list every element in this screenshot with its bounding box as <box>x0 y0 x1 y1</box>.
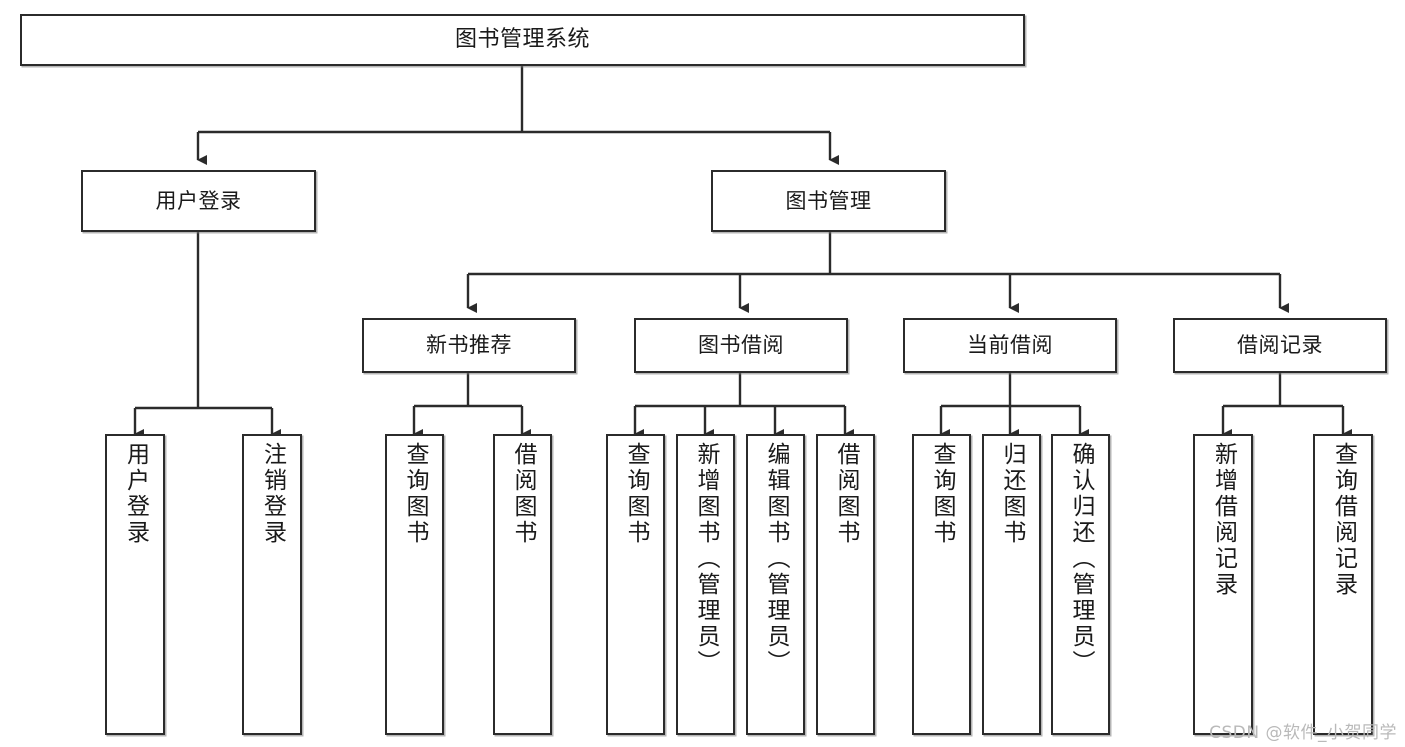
leaf-add-borrow-record[interactable]: 新增借阅记录 <box>1193 434 1253 735</box>
node-label: 用户登录 <box>122 442 149 546</box>
node-label: 新书推荐 <box>426 333 512 358</box>
node-label: 图书管理系统 <box>454 27 590 53</box>
node-label: 新增借阅记录 <box>1210 442 1237 598</box>
node-label: 用户登录 <box>155 188 242 213</box>
node-label: 当前借阅 <box>967 333 1053 358</box>
node-label: 查询图书 <box>623 442 649 546</box>
node-label: 归还图书 <box>999 442 1025 546</box>
node-book-management[interactable]: 图书管理 <box>711 170 946 232</box>
node-label: 查询借阅记录 <box>1330 442 1357 598</box>
leaf-query-book-borrow[interactable]: 查询图书 <box>606 434 665 735</box>
node-label: 注销登录 <box>259 442 286 546</box>
node-label: 查询图书 <box>402 442 428 546</box>
leaf-return-book[interactable]: 归还图书 <box>982 434 1041 735</box>
node-label: 确认归还（管理员） <box>1068 442 1094 676</box>
leaf-add-book[interactable]: 新增图书（管理员） <box>676 434 735 735</box>
node-label: 图书借阅 <box>698 333 784 358</box>
leaf-user-login[interactable]: 用户登录 <box>105 434 165 735</box>
leaf-logout[interactable]: 注销登录 <box>242 434 302 735</box>
node-root-system[interactable]: 图书管理系统 <box>20 14 1025 66</box>
watermark-text: CSDN @软件_小贺同学 <box>1209 723 1397 743</box>
node-label: 编辑图书（管理员） <box>763 442 789 676</box>
node-new-book-recommend[interactable]: 新书推荐 <box>362 318 576 373</box>
node-label: 借阅图书 <box>833 442 859 546</box>
leaf-edit-book[interactable]: 编辑图书（管理员） <box>746 434 805 735</box>
node-borrow-record[interactable]: 借阅记录 <box>1173 318 1387 373</box>
leaf-confirm-return[interactable]: 确认归还（管理员） <box>1051 434 1110 735</box>
node-label: 图书管理 <box>785 188 872 213</box>
leaf-borrow-book[interactable]: 借阅图书 <box>816 434 875 735</box>
leaf-query-book-current[interactable]: 查询图书 <box>912 434 971 735</box>
node-label: 新增图书（管理员） <box>693 442 719 676</box>
node-user-login[interactable]: 用户登录 <box>81 170 316 232</box>
node-label: 查询图书 <box>929 442 955 546</box>
node-current-borrow[interactable]: 当前借阅 <box>903 318 1117 373</box>
node-book-borrow[interactable]: 图书借阅 <box>634 318 848 373</box>
leaf-borrow-book-recommend[interactable]: 借阅图书 <box>493 434 552 735</box>
node-label: 借阅记录 <box>1237 333 1323 358</box>
node-label: 借阅图书 <box>510 442 536 546</box>
leaf-query-borrow-record[interactable]: 查询借阅记录 <box>1313 434 1373 735</box>
leaf-query-book-recommend[interactable]: 查询图书 <box>385 434 444 735</box>
